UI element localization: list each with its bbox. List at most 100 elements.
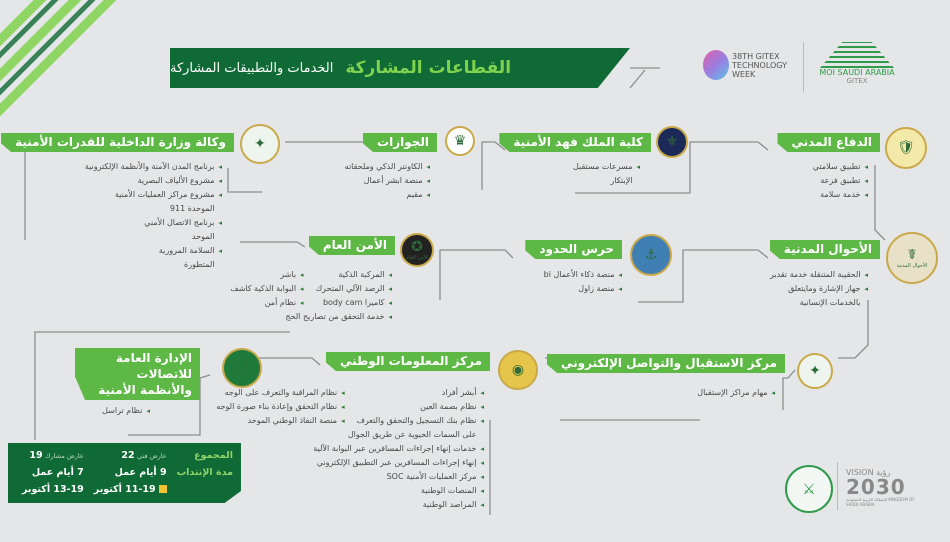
- divider: [803, 42, 804, 92]
- moi-logo-text: MOI SAUDI ARABIA: [819, 68, 895, 77]
- moi-emblem-icon: ⚔: [785, 465, 833, 513]
- moi-gitex-logo: MOI SAUDI ARABIA GITEX: [812, 42, 902, 85]
- section-title: كلية الملك فهد الأمنية: [499, 133, 651, 152]
- participant-dates: 13-19 أكتوبر: [22, 483, 84, 495]
- page-title: القطاعات المشاركة: [345, 58, 512, 78]
- service-item: خدمة التحقق من تصاريح الحج: [230, 310, 392, 324]
- service-list: تطبيق سلامتيتطبيق فزعةخدمة سلامة: [813, 160, 868, 202]
- service-item: مشروع الألياف البصرية: [85, 174, 222, 188]
- moi-logo-subtext: GITEX: [846, 77, 868, 85]
- gitex-g-icon: [703, 50, 729, 80]
- service-item: الإبتكار: [610, 176, 633, 185]
- emblem-caption: الأمن العام: [405, 255, 429, 261]
- service-item: باشر: [230, 268, 303, 282]
- service-list: مهام مراكز الإستقبال: [697, 386, 775, 400]
- header-banner: القطاعات المشاركة الخدمات والتطبيقات الم…: [170, 48, 630, 88]
- service-item: نظام تراسل: [102, 404, 150, 418]
- section-title: الإدارة العامة للاتصالات والأنظمة الأمني…: [75, 348, 200, 400]
- service-item: نظام التحقق وإعادة بناء صورة الوجه: [216, 400, 344, 414]
- service-item: تطبيق فزعة: [813, 174, 868, 188]
- service-item: جهاز الإشارة ومايتعلق: [770, 282, 868, 296]
- service-item: الموحد: [191, 232, 215, 241]
- gitex-logo: 38TH GITEX TECHNOLOGY WEEK: [703, 50, 787, 80]
- section-emblem-icon: ☤الأحوال المدنية: [886, 232, 938, 284]
- service-item: الحقيبة المتنقلة خدمة تقدير: [770, 268, 868, 282]
- pavilion-icon: [820, 42, 894, 68]
- section-title: الأحوال المدنية: [769, 240, 880, 259]
- service-item: منصة ذكاء الأعمال bi: [544, 268, 622, 282]
- service-item: تطبيق سلامتي: [813, 160, 868, 174]
- service-item: إنهاء إجراءات المسافرين عبر التطبيق الإل…: [216, 456, 484, 470]
- page-subtitle: الخدمات والتطبيقات المشاركة: [170, 60, 334, 76]
- section-emblem-icon: ⚓: [630, 234, 672, 276]
- service-item: الكاونتر الذكي وملحقاته: [345, 160, 430, 174]
- section-emblem-icon: ⚜: [656, 126, 688, 158]
- section-emblem-icon: ♛: [445, 126, 475, 156]
- service-item: مهام مراكز الإستقبال: [697, 386, 775, 400]
- service-list: برنامج المدن الآمنة والأنظمة الإلكترونية…: [85, 160, 222, 272]
- service-item: نظام أمن: [230, 296, 303, 310]
- tech-exhibitor-count: 22: [121, 450, 135, 462]
- section-emblem-icon: ⛉: [222, 348, 262, 388]
- vision-2030-logo: VISION رؤية 2030 المملكة العربية السعودي…: [846, 468, 916, 507]
- section-emblem-icon: ✦: [240, 124, 280, 164]
- gitex-line: 38TH GITEX: [732, 51, 780, 61]
- section-emblem-icon: 🛡: [885, 127, 927, 169]
- service-list: الحقيبة المتنقلة خدمة تقديرجهاز الإشارة …: [770, 268, 868, 310]
- service-list: أبشر أفراد نظام المراقبة والتعرف على الوج…: [216, 386, 484, 512]
- service-list: الكاونتر الذكي وملحقاتهمنصة ابشر أعمالمق…: [345, 160, 430, 202]
- service-list: منصة ذكاء الأعمال biمنصة زاول: [544, 268, 622, 296]
- participant-days: 7 أيام عمل: [31, 466, 84, 478]
- service-item: خدمة سلامة: [813, 188, 868, 202]
- participant-label: عارض مشارك: [45, 452, 84, 461]
- service-item: البوابة الذكية كاشف: [230, 282, 303, 296]
- section-title: وكالة وزارة الداخلية للقدرات الأمنية: [1, 133, 234, 152]
- section-title: الأمن العام: [308, 236, 395, 255]
- service-item: مقيم: [345, 188, 430, 202]
- summary-box: المجموع عارض فني 22 عارض مشارك 19 مدة ال…: [8, 443, 241, 503]
- gitex-line: TECHNOLOGY: [732, 60, 787, 70]
- service-item: منصة ابشر أعمال: [345, 174, 430, 188]
- service-item: مشروع مراكز العمليات الأمنية: [85, 188, 222, 202]
- service-item: السلامة المرورية: [85, 244, 222, 258]
- service-item: نظام بصمة العين: [357, 400, 484, 414]
- total-label: المجموع: [194, 450, 233, 462]
- service-item: المتطورة: [184, 260, 215, 269]
- section-title: حرس الحدود: [525, 240, 622, 259]
- service-item: نظام المراقبة والتعرف على الوجه: [216, 386, 344, 400]
- tech-dates: 11-19 أكتوبر: [93, 483, 156, 495]
- service-item: المنصات الوطنية: [216, 484, 484, 498]
- service-item: برنامج المدن الآمنة والأنظمة الإلكترونية: [85, 160, 222, 174]
- service-item: منصة زاول: [544, 282, 622, 296]
- duration-label: مدة الإنتداب: [176, 466, 233, 478]
- emblem-caption: الأحوال المدنية: [896, 263, 928, 269]
- section-title: مركز الاستقبال والتواصل الإلكتروني: [547, 354, 785, 373]
- service-item: الرصد الآلي المتحرك: [316, 282, 392, 296]
- service-list: مسرعات مستقبل الإبتكار: [573, 160, 640, 188]
- tech-exhibitor-label: عارض فني: [137, 452, 167, 461]
- service-list: نظام تراسل: [102, 404, 150, 418]
- section-title: الجوازات: [363, 133, 437, 152]
- calendar-icon: [158, 485, 167, 494]
- service-item: على السمات الحيوية عن طريق الجوال: [347, 430, 477, 439]
- service-item: أبشر أفراد: [357, 386, 484, 400]
- service-item: برنامج الاتصال الأمني: [85, 216, 222, 230]
- vision-sub: المملكة العربية السعودية KINGDOM OF SAUD…: [846, 497, 915, 507]
- service-item: بالخدمات الإنسانية: [799, 298, 861, 307]
- gitex-line: WEEK: [732, 69, 756, 79]
- vision-label: VISION رؤية: [846, 468, 891, 477]
- participant-count: 19: [29, 450, 43, 462]
- tech-days: 9 أيام عمل: [114, 466, 167, 478]
- vision-year: 2030: [846, 475, 906, 499]
- service-item: مسرعات مستقبل: [573, 160, 640, 174]
- service-item: كاميرا body cam: [316, 296, 392, 310]
- service-list: المركبة الذكية باشر الرصد الآلي المتحرك الب…: [230, 268, 392, 324]
- section-emblem-icon: ✪الأمن العام: [400, 233, 434, 267]
- service-item: المركبة الذكية: [316, 268, 392, 282]
- section-emblem-icon: ✦: [797, 353, 833, 389]
- service-item: المراصد الوطنية: [216, 498, 484, 512]
- service-item: نظام بنك التسجيل والتحقق والتعرف: [357, 414, 484, 428]
- decorative-stripes: [0, 0, 117, 117]
- service-item: خدمات إنهاء إجراءات المسافرين عبر البواب…: [216, 442, 484, 456]
